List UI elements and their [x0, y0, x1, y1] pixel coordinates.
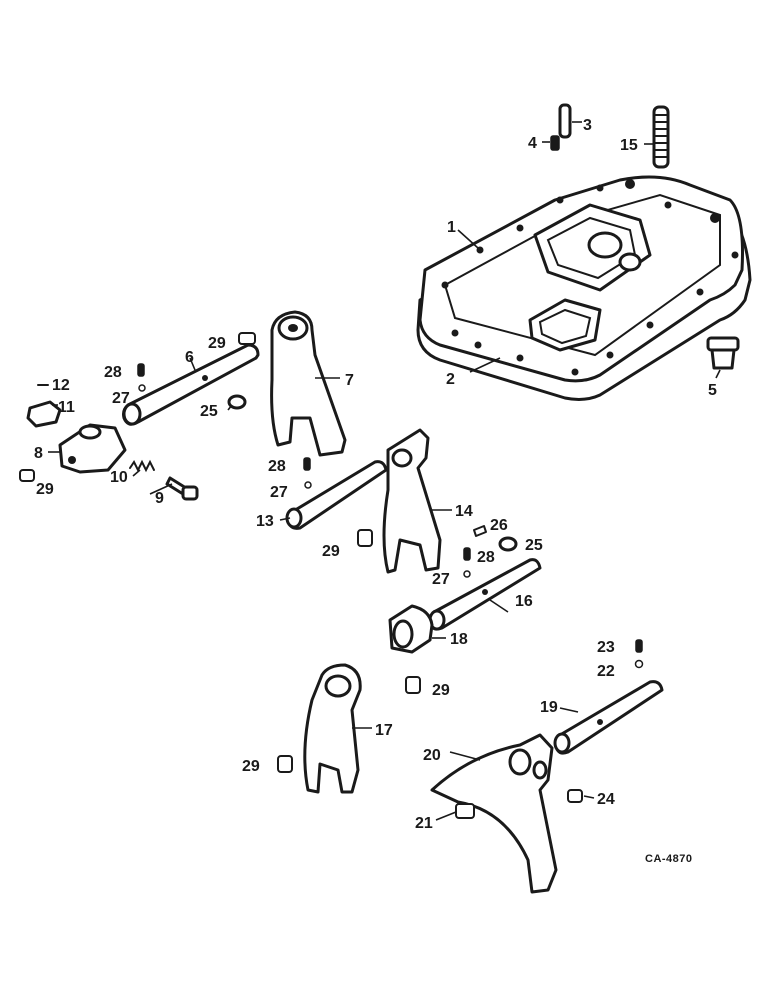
part-1-shifter-cover	[418, 175, 744, 383]
part-27-ball-lower	[463, 570, 471, 578]
callout-15: 15	[620, 137, 638, 154]
part-29-screw-lower	[405, 676, 421, 694]
callout-18: 18	[450, 631, 468, 648]
part-20-shift-fork	[430, 733, 558, 894]
part-13-shift-rail	[285, 460, 388, 530]
callout-7: 7	[345, 372, 354, 389]
callout-25-lower: 25	[525, 537, 543, 554]
callout-29-upper: 29	[208, 335, 226, 352]
leader-lines	[48, 121, 721, 821]
callout-10: 10	[110, 469, 128, 486]
callout-3: 3	[583, 117, 592, 134]
callout-28-upper: 28	[104, 364, 122, 381]
callout-20: 20	[423, 747, 441, 764]
part-17-shift-fork	[303, 663, 362, 794]
figure-reference: CA-4870	[645, 853, 693, 865]
part-26-pin	[473, 525, 487, 537]
callout-28-lower: 28	[477, 549, 495, 566]
part-21-pin	[455, 803, 475, 819]
callout-13: 13	[256, 513, 274, 530]
part-28-spring-middle	[303, 457, 311, 471]
callout-5: 5	[708, 382, 717, 399]
part-18-collar	[388, 604, 434, 654]
callout-12: 12	[52, 377, 70, 394]
part-28-spring-lower	[463, 547, 471, 561]
part-10-spring	[129, 459, 155, 473]
part-8-selector-body	[58, 423, 127, 474]
callout-9: 9	[155, 490, 164, 507]
callout-14: 14	[455, 503, 473, 520]
callout-19: 19	[540, 699, 558, 716]
part-19-shift-rail	[553, 680, 664, 755]
callout-27-upper: 27	[112, 390, 130, 407]
callout-27-lower: 27	[432, 571, 450, 588]
part-4-screw	[550, 135, 560, 151]
part-27-ball-upper	[138, 384, 146, 392]
callout-8: 8	[34, 445, 43, 462]
part-25-plug-upper	[227, 394, 247, 410]
callout-29-lower: 29	[432, 682, 450, 699]
part-14-shift-fork	[382, 428, 442, 574]
callout-1: 1	[447, 219, 456, 236]
part-6-shift-rail	[122, 343, 260, 426]
part-15-stud	[652, 105, 670, 169]
part-11-block	[26, 400, 62, 428]
callout-4: 4	[528, 135, 537, 152]
callout-29-left-lower: 29	[242, 758, 260, 775]
part-22-ball	[634, 659, 644, 669]
part-9-bolt	[165, 476, 199, 501]
callout-24: 24	[597, 791, 615, 808]
callout-28-middle: 28	[268, 458, 286, 475]
part-28-spring-upper	[137, 363, 145, 377]
callout-21: 21	[415, 815, 433, 832]
callouts: 1 2 3 4 5 6 7 8 9 10 11 12 13 14 15 16 1…	[34, 117, 717, 865]
part-5-plug	[706, 336, 740, 370]
part-25-plug-lower	[498, 536, 518, 552]
part-29-screw-left	[19, 469, 35, 482]
callout-27-middle: 27	[270, 484, 288, 501]
callout-22: 22	[597, 663, 615, 680]
part-24-screw	[567, 789, 583, 803]
part-27-ball-middle	[304, 481, 312, 489]
part-29-screw-middle	[357, 529, 373, 547]
part-7-shift-fork	[270, 310, 347, 457]
part-29-screw-upper	[238, 332, 256, 345]
callout-29-left: 29	[36, 481, 54, 498]
callout-23: 23	[597, 639, 615, 656]
callout-25-upper: 25	[200, 403, 218, 420]
part-23-spring	[635, 639, 643, 653]
callout-17: 17	[375, 722, 393, 739]
part-3-pin	[558, 103, 572, 139]
callout-11: 11	[58, 399, 75, 416]
callout-26: 26	[490, 517, 508, 534]
part-29-screw-left-lower	[277, 755, 293, 773]
callout-29-middle: 29	[322, 543, 340, 560]
callout-6: 6	[185, 349, 194, 366]
callout-16: 16	[515, 593, 533, 610]
callout-2: 2	[446, 371, 455, 388]
